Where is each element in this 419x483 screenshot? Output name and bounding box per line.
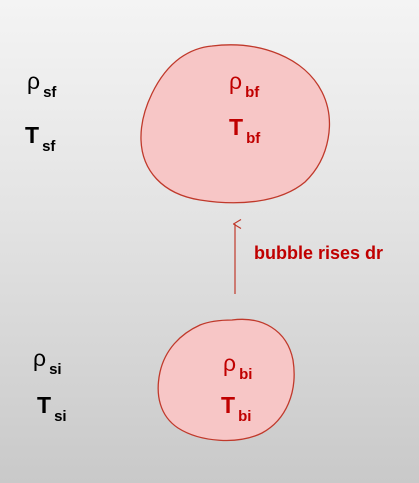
arrow-label: bubble rises dr xyxy=(254,243,384,263)
bubble-final xyxy=(140,44,331,204)
bubble-initial xyxy=(157,318,295,442)
